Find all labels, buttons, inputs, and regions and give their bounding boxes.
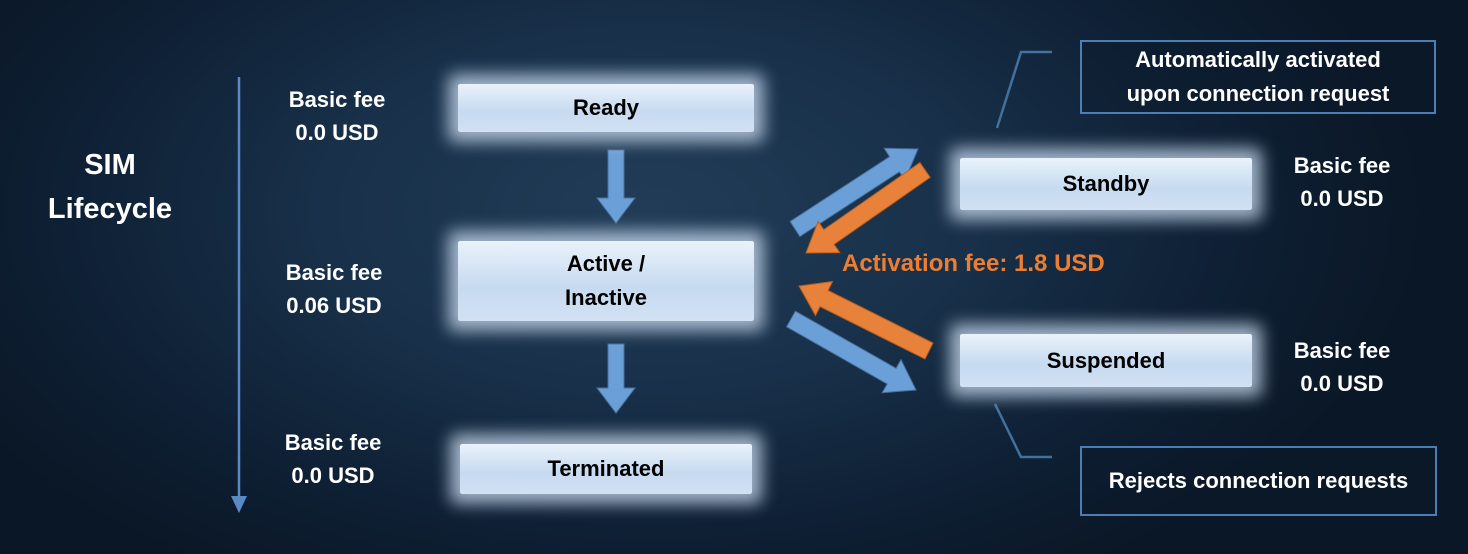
fee-standby-line2: 0.0 USD <box>1300 186 1384 211</box>
arrow-ready-to-active <box>595 149 637 224</box>
fee-terminated-line1: Basic fee <box>284 430 382 455</box>
fee-ready-line2: 0.0 USD <box>295 120 379 145</box>
state-box-standby: Standby <box>960 158 1252 210</box>
arrow-active-to-terminated <box>595 343 637 414</box>
fee-suspended-line2: 0.0 USD <box>1300 371 1384 396</box>
state-label-terminated: Terminated <box>547 456 665 481</box>
state-box-active-inactive: Active / Inactive <box>458 241 754 321</box>
leader-line-standby <box>995 50 1052 129</box>
arrow-suspended-to-active <box>798 280 934 360</box>
fee-label-terminated: Basic fee 0.0 USD <box>247 426 419 492</box>
state-box-ready: Ready <box>458 84 754 132</box>
arrow-active-to-standby <box>789 147 919 238</box>
fee-ready-line1: Basic fee <box>288 87 386 112</box>
state-label-ready: Ready <box>572 95 640 120</box>
state-box-terminated: Terminated <box>460 444 752 494</box>
page-title-line1: SIM <box>84 149 136 181</box>
callout-standby-note: Automatically activated upon connection … <box>1080 40 1436 114</box>
fee-active-line1: Basic fee <box>285 260 383 285</box>
fee-active-line2: 0.06 USD <box>286 293 382 318</box>
state-label-standby: Standby <box>1062 171 1150 196</box>
page-title-line2: Lifecycle <box>47 193 173 225</box>
arrow-standby-to-active <box>805 161 931 254</box>
fee-suspended-line1: Basic fee <box>1293 338 1391 363</box>
callout-suspended-text: Rejects connection requests <box>1108 468 1409 493</box>
state-box-suspended: Suspended <box>960 334 1252 387</box>
state-label-active-line2: Inactive <box>565 285 647 310</box>
fee-label-suspended: Basic fee 0.0 USD <box>1256 334 1428 400</box>
lifecycle-timeline-arrowhead-icon <box>231 496 247 513</box>
state-label-suspended: Suspended <box>1046 347 1166 373</box>
fee-label-active: Basic fee 0.06 USD <box>248 256 420 322</box>
callout-standby-line2: upon connection request <box>1126 81 1390 106</box>
arrow-active-to-suspended <box>785 310 917 394</box>
fee-label-standby: Basic fee 0.0 USD <box>1256 149 1428 215</box>
fee-standby-line1: Basic fee <box>1293 153 1391 178</box>
callout-standby-line1: Automatically activated <box>1135 47 1381 72</box>
fee-terminated-line2: 0.0 USD <box>291 463 375 488</box>
state-label-active-line1: Active / <box>566 251 646 276</box>
fee-label-ready: Basic fee 0.0 USD <box>251 83 423 149</box>
activation-fee-label: Activation fee: 1.8 USD <box>842 250 1105 277</box>
leader-line-suspended <box>993 403 1052 459</box>
callout-suspended-note: Rejects connection requests <box>1080 446 1437 516</box>
page-title: SIM Lifecycle <box>26 143 194 231</box>
